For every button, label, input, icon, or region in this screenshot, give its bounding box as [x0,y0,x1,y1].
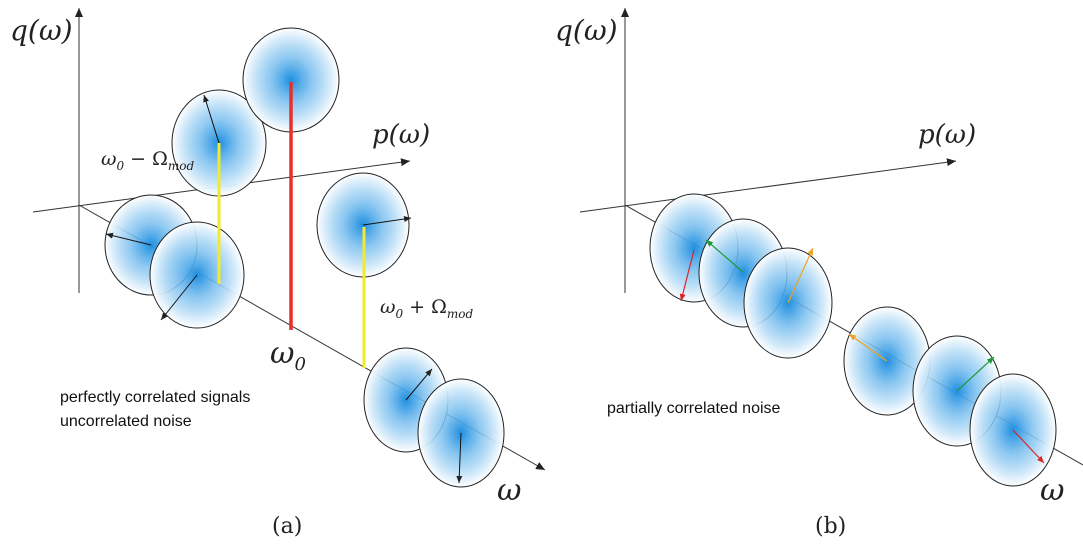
lower-sub0: 0 [117,159,125,173]
upper-sideband-label: ω0 + Ωmod [380,296,474,321]
lower-submod: mod [168,159,195,173]
omega-axis-label-b: ω [1040,473,1064,508]
noise-radius [203,94,220,144]
lower-op: − Ω [124,148,168,170]
p-axis-b [579,158,957,213]
noise-vector-green [705,239,744,273]
noise-radius [456,432,463,484]
upper-omega: ω [380,296,396,318]
noise-vector-red [679,249,695,302]
caption-b: (b) [815,514,846,539]
panel-b: q(ω) p(ω) ω partially correlated noise (… [555,8,1083,539]
note-b: partially correlated noise [607,400,781,417]
note-line-1-a: perfectly correlated signals [60,389,250,406]
noise-vector-orange [787,247,814,304]
panel-a: q(ω) p(ω) ω ω0 ω0 − Ωmod ω0 + Ωmod perfe… [10,8,546,539]
noise-vector-red [1012,429,1045,464]
noise-radius [405,368,433,401]
noise-radius [160,274,198,321]
noise-radius [362,216,412,226]
upper-submod: mod [447,307,474,321]
carrier-frequency-label: ω0 [270,336,306,375]
q-axis-label-a: q(ω) [10,14,73,47]
lower-sideband-label: ω0 − Ωmod [101,148,195,173]
carrier-omega: ω [270,336,294,371]
lower-omega: ω [101,148,117,170]
omega-axis-label-a: ω [497,473,521,508]
p-axis-label-a: p(ω) [372,120,430,150]
noise-vector-orange [848,333,888,362]
noise-radius [105,232,152,246]
p-axis-label-b: p(ω) [918,120,976,150]
q-axis-label-b: q(ω) [555,14,618,47]
carrier-subscript: 0 [294,354,305,375]
upper-op: + Ω [403,296,447,318]
upper-sub0: 0 [396,307,404,321]
noise-vector-green [956,356,995,392]
note-line-2-a: uncorrelated noise [60,413,192,430]
caption-a: (a) [272,514,302,539]
